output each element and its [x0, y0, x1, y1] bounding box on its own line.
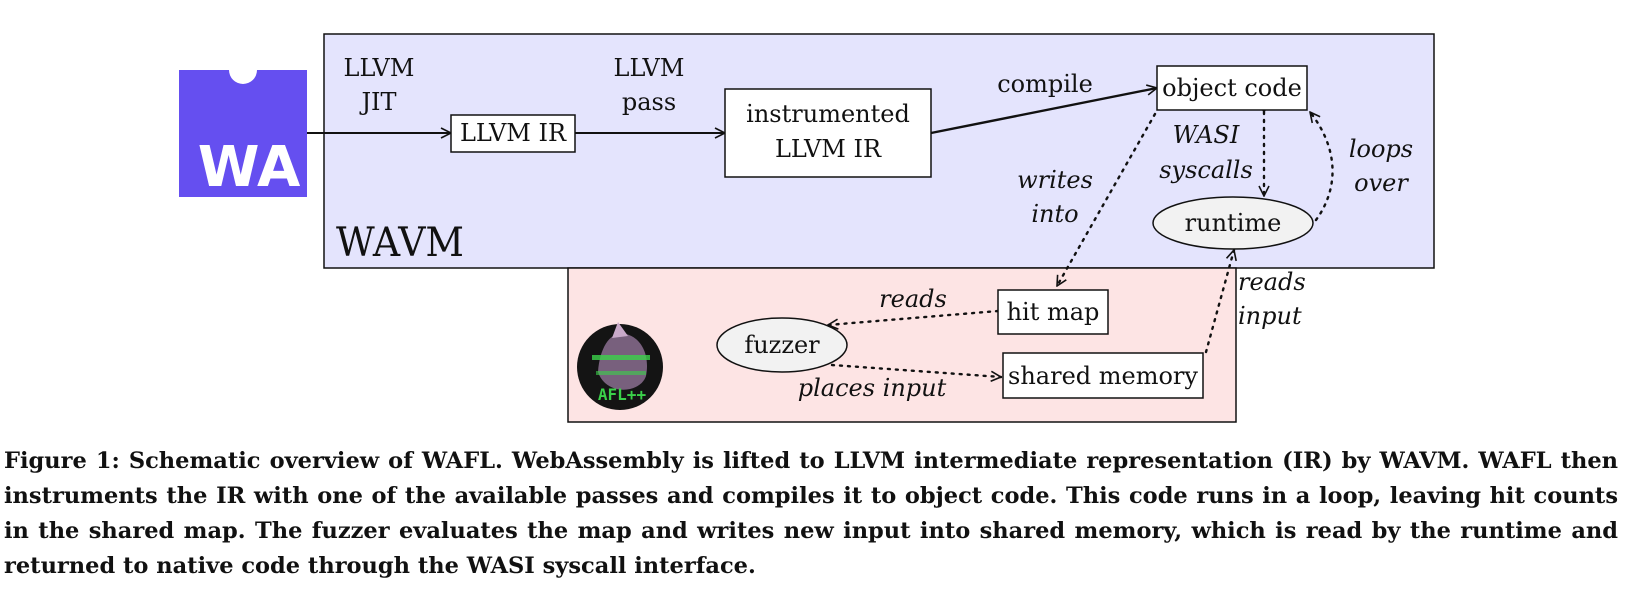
llvm-ir-label: LLVM IR — [460, 119, 567, 147]
loops-over-label-line1: loops — [1349, 135, 1413, 163]
llvm-pass-label-line1: LLVM — [614, 54, 685, 82]
afl-plus-plus-logo-icon: AFL++ — [577, 322, 663, 410]
llvm-jit-label-line2: JIT — [358, 88, 396, 116]
shared-memory-node — [1002, 352, 1204, 399]
runtime-label: runtime — [1185, 209, 1282, 237]
figure-caption: Figure 1: Schematic overview of WAFL. We… — [4, 448, 1618, 579]
fuzzer-label: fuzzer — [744, 331, 820, 359]
object-code-label: object code — [1162, 74, 1302, 102]
runtime-node — [1152, 196, 1314, 250]
instrumented-llvm-ir-node — [724, 88, 932, 178]
wasi-syscalls-label-line2: syscalls — [1159, 156, 1253, 184]
arrow-shared-memory-to-runtime — [1204, 250, 1234, 354]
wasi-syscalls-label-line1: WASI — [1173, 121, 1240, 149]
wavm-logo-icon: WAVM — [336, 220, 464, 266]
reads-input-label-line2: input — [1238, 302, 1302, 330]
writes-into-label-line1: writes — [1017, 166, 1093, 194]
arrow-object-code-to-hit-map — [1055, 112, 1157, 286]
shared-memory-label: shared memory — [1008, 362, 1198, 390]
afl-logo-text: AFL++ — [598, 385, 647, 404]
writes-into-label-line2: into — [1031, 200, 1078, 228]
webassembly-logo-icon: WA — [179, 70, 307, 200]
llvm-jit-label-line1: LLVM — [344, 54, 415, 82]
hit-map-label: hit map — [1007, 298, 1100, 326]
hit-map-node — [997, 289, 1109, 335]
reads-label: reads — [879, 285, 947, 313]
compile-label: compile — [997, 70, 1093, 98]
llvm-ir-node — [450, 114, 576, 153]
object-code-node — [1156, 65, 1308, 111]
instrumented-label-line1: instrumented — [746, 100, 910, 128]
arrow-instrumented-to-object-code — [930, 88, 1157, 135]
places-input-label: places input — [798, 374, 947, 402]
wafl-diagram: WA WAVM AFL++ LLVM IR instrumented LLVM … — [179, 33, 1435, 423]
instrumented-label-line2: LLVM IR — [775, 135, 882, 163]
fuzzer-node — [716, 317, 848, 373]
webassembly-logo-text: WA — [198, 135, 301, 200]
reads-input-label-line1: reads — [1238, 268, 1306, 296]
llvm-pass-label-line2: pass — [622, 88, 676, 116]
loops-over-label-line2: over — [1354, 169, 1409, 197]
